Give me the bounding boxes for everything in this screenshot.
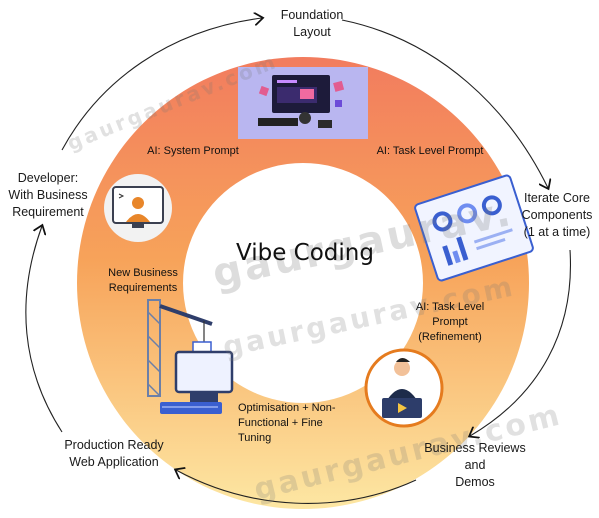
arrow-to-developer — [25, 226, 63, 433]
label-task-level-prompt: AI: Task Level Prompt — [376, 145, 484, 157]
cycle-arrows — [25, 18, 572, 504]
arrow-to-reviews — [470, 249, 572, 436]
presenter-laptop-icon — [364, 348, 444, 428]
center-title: Vibe Coding — [236, 240, 374, 266]
crane-computer-icon — [147, 299, 234, 414]
laptop-dashboard-icon — [238, 67, 368, 139]
arrow-to-production — [176, 470, 417, 504]
label-system-prompt: AI: System Prompt — [147, 145, 239, 157]
developer-screen-icon — [104, 174, 172, 242]
dashboard-panel-icon — [414, 174, 534, 282]
arrow-to-foundation — [61, 18, 262, 151]
arrow-to-iterate — [341, 19, 548, 188]
